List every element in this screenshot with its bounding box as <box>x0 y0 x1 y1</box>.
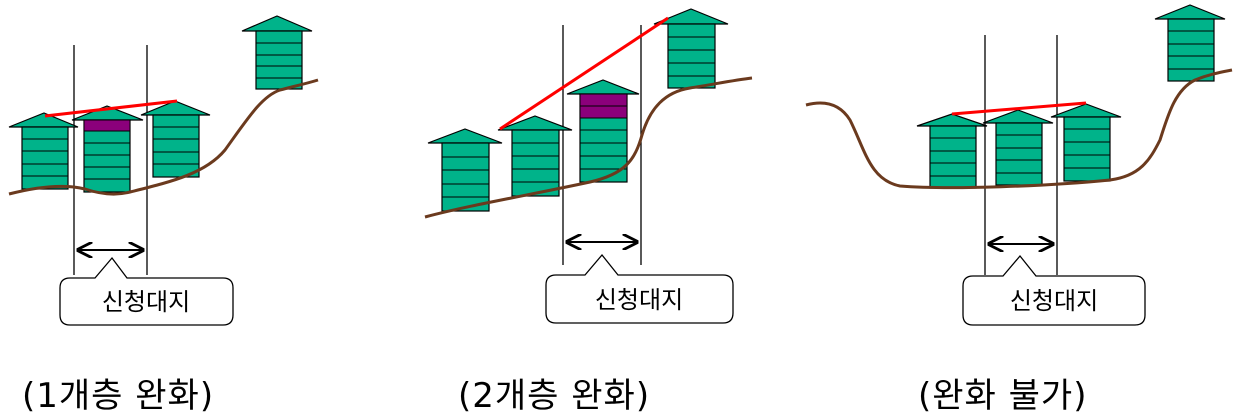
caption-none: (완화 불가) <box>918 376 1088 416</box>
callout-label: 신청대지 <box>102 288 190 316</box>
building-right <box>140 100 211 178</box>
callout-bubble <box>59 256 234 326</box>
reference-line <box>44 99 178 118</box>
reference-line <box>499 16 669 131</box>
building-far <box>653 8 729 89</box>
caption-one-floor: (1개층 완화) <box>22 376 215 416</box>
relaxed-floor <box>579 105 628 119</box>
building-far <box>241 15 313 90</box>
building-left <box>8 112 79 190</box>
building-site <box>71 105 144 193</box>
building-mid <box>497 115 573 197</box>
callout-label: 신청대지 <box>595 286 683 314</box>
callout-bubble <box>962 254 1146 326</box>
terrain-line <box>805 68 1233 190</box>
building-left <box>916 113 988 189</box>
relaxed-floor <box>83 119 131 132</box>
panel-two-floor: 신청대지 <box>424 8 753 324</box>
building-left <box>427 128 503 212</box>
building-site <box>982 109 1054 186</box>
panel-one-floor: 신청대지 <box>8 15 319 326</box>
callout-bubble <box>545 253 734 324</box>
reference-line <box>951 101 1087 116</box>
callout-label: 신청대지 <box>1010 287 1098 315</box>
caption-two-floor: (2개층 완화) <box>458 376 651 416</box>
panel-none: 신청대지 <box>805 4 1233 326</box>
building-right <box>1050 103 1122 182</box>
relaxed-floor <box>579 93 628 107</box>
terrain-line <box>424 76 753 219</box>
building-far <box>1154 4 1226 82</box>
terrain-line <box>8 78 319 196</box>
building-site <box>566 79 640 183</box>
